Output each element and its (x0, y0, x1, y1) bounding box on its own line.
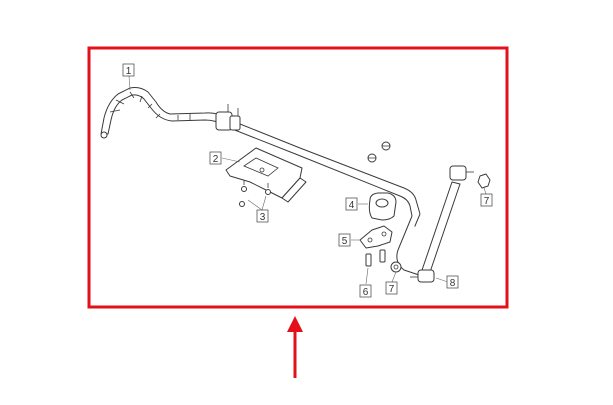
callout-8-label: 8 (450, 278, 456, 289)
highlight-frame (87, 46, 509, 309)
callout-8: 8 (446, 275, 459, 289)
bracket-bolts (239, 180, 271, 207)
callout-1: 1 (122, 63, 135, 77)
lower-nut (390, 261, 402, 273)
clamp-bolts (365, 249, 386, 267)
clamp-bracket (359, 225, 393, 249)
callout-3-label: 3 (260, 212, 266, 223)
callout-1-label: 1 (126, 66, 132, 77)
callout-7-upper: 7 (480, 193, 493, 207)
upper-nut (477, 173, 491, 189)
callout-5: 5 (338, 233, 351, 247)
callout-7-lower-label: 7 (389, 284, 395, 295)
bushing-4 (368, 192, 397, 221)
callout-2: 2 (209, 151, 222, 165)
leader-lines (128, 75, 487, 285)
callout-4: 4 (345, 197, 358, 211)
callout-7-lower: 7 (385, 281, 398, 295)
callout-3: 3 (256, 209, 269, 223)
up-arrow-icon (287, 316, 303, 378)
callout-2-label: 2 (213, 154, 219, 165)
stabilizer-link (410, 165, 474, 283)
callout-6-label: 6 (363, 287, 369, 298)
bracket-plate (225, 147, 307, 203)
left-bushing (215, 104, 241, 131)
callout-5-label: 5 (342, 236, 348, 247)
stabilizer-bar (100, 87, 434, 279)
callout-4-label: 4 (349, 200, 355, 211)
callout-6: 6 (359, 284, 372, 298)
nut-pair (367, 141, 391, 163)
callout-7-upper-label: 7 (484, 196, 490, 207)
